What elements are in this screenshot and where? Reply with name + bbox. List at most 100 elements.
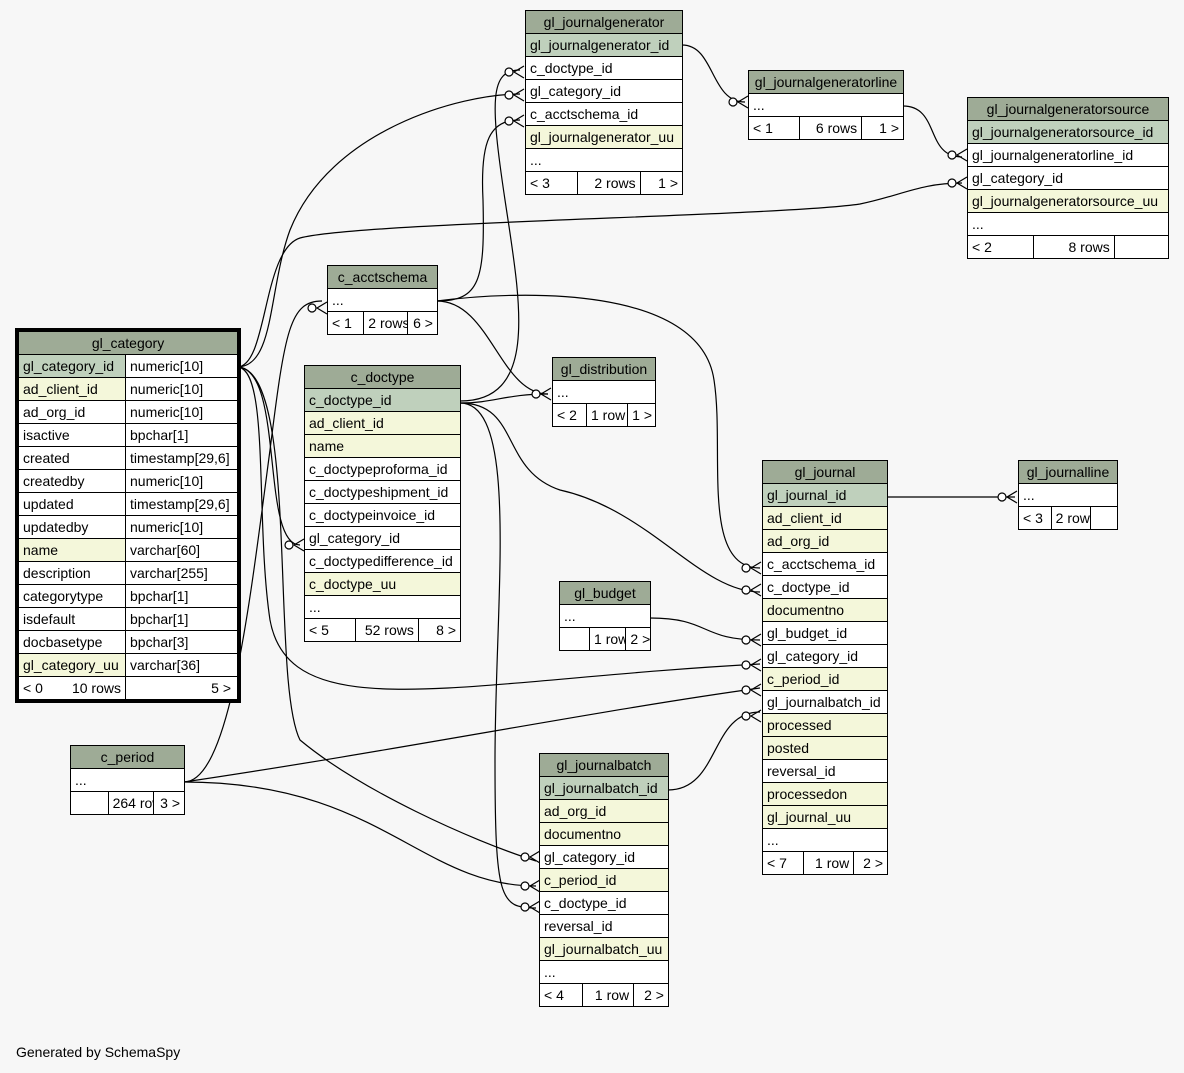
parents-count[interactable] — [70, 791, 109, 815]
column-row[interactable]: c_period_id — [761, 667, 889, 691]
parents-count[interactable]: < 1 — [747, 116, 801, 140]
column-row[interactable]: gl_category_id — [967, 166, 1169, 190]
column-row[interactable]: c_doctypeinvoice_id — [304, 503, 461, 527]
column-row[interactable]: c_doctype_id — [304, 388, 461, 412]
column-row[interactable]: c_period_id — [539, 868, 669, 892]
column-row[interactable]: documentno — [539, 822, 669, 846]
column-row[interactable]: gl_category_id — [304, 526, 461, 550]
column-row[interactable]: ... — [559, 604, 651, 628]
children-count[interactable]: 1 > — [861, 116, 905, 140]
column-row[interactable]: gl_journalgenerator_uu — [525, 125, 683, 149]
children-count[interactable]: 1 > — [639, 171, 684, 195]
column-row[interactable]: gl_journal_uu — [761, 805, 889, 829]
children-count[interactable]: 3 > — [153, 791, 185, 815]
table-name[interactable]: c_acctschema — [327, 265, 438, 289]
column-row[interactable]: c_doctypeproforma_id — [304, 457, 461, 481]
children-count[interactable] — [1113, 235, 1170, 259]
column-row[interactable]: ... — [327, 288, 438, 312]
column-row[interactable]: ad_org_id — [761, 529, 889, 553]
column-row[interactable]: ... — [539, 960, 669, 984]
column-row[interactable]: gl_journalgeneratorsource_uu — [967, 189, 1169, 213]
children-count[interactable]: 2 > — [853, 851, 889, 875]
column-row[interactable]: ... — [747, 93, 905, 117]
column-row[interactable]: ad_client_id — [304, 411, 461, 435]
column-row[interactable]: gl_category_id — [525, 79, 683, 103]
parents-count[interactable]: < 7 — [761, 851, 805, 875]
column-row[interactable]: c_acctschema_id — [761, 552, 889, 576]
column-row[interactable]: posted — [761, 736, 889, 760]
children-count[interactable] — [1090, 506, 1118, 530]
column-row[interactable]: gl_budget_id — [761, 621, 889, 645]
column-row[interactable]: processedon — [761, 782, 889, 806]
table-name[interactable]: gl_distribution — [552, 357, 656, 381]
column-row[interactable]: ad_org_id — [539, 799, 669, 823]
table-name[interactable]: c_doctype — [304, 365, 461, 389]
parents-count[interactable]: < 1 — [326, 311, 365, 335]
children-count[interactable]: 2 > — [625, 627, 651, 651]
column-row[interactable]: gl_journalgeneratorsource_id — [967, 120, 1169, 144]
column-row[interactable]: c_doctype_id — [761, 575, 889, 599]
children-count[interactable]: 1 > — [627, 403, 656, 427]
children-count[interactable]: 8 > — [417, 618, 462, 642]
table-name[interactable]: gl_journalgeneratorline — [747, 70, 905, 94]
parents-count[interactable]: < 2 — [552, 403, 587, 427]
parents-count[interactable]: < 3 — [525, 171, 578, 195]
column-row[interactable]: gl_journalbatch_uu — [539, 937, 669, 961]
children-count[interactable]: 6 > — [407, 311, 438, 335]
column-row[interactable]: c_doctype_id — [525, 56, 683, 80]
column-row[interactable]: ... — [70, 768, 185, 792]
table-gl_journalline[interactable]: gl_journalline...< 32 rows — [1018, 460, 1118, 530]
column-row[interactable]: c_doctypedifference_id — [304, 549, 461, 573]
column-row[interactable]: ... — [1018, 483, 1118, 507]
column-row[interactable]: reversal_id — [539, 914, 669, 938]
children-count[interactable]: 2 > — [633, 983, 669, 1007]
column-row[interactable]: gl_journalbatch_id — [539, 776, 669, 800]
column-row[interactable]: ... — [761, 828, 889, 852]
column-row[interactable]: c_doctypeshipment_id — [304, 480, 461, 504]
parents-count[interactable]: < 5 — [303, 618, 357, 642]
column-row[interactable]: gl_journal_id — [761, 483, 889, 507]
column-row[interactable]: name — [304, 434, 461, 458]
column-row[interactable]: gl_journalgeneratorline_id — [967, 143, 1169, 167]
column-row[interactable]: documentno — [761, 598, 889, 622]
column-row[interactable]: c_doctype_id — [539, 891, 669, 915]
table-name[interactable]: c_period — [70, 745, 185, 769]
column-row[interactable]: processed — [761, 713, 889, 737]
column-row[interactable]: ... — [552, 380, 656, 404]
parents-count[interactable]: < 2 — [966, 235, 1035, 259]
column-row[interactable]: ... — [525, 148, 683, 172]
table-c_period[interactable]: c_period...264 rows3 > — [70, 745, 185, 815]
table-name[interactable]: gl_category — [17, 331, 239, 355]
table-name[interactable]: gl_journal — [761, 460, 889, 484]
table-name[interactable]: gl_journalbatch — [539, 753, 669, 777]
column-row[interactable]: ... — [304, 595, 461, 619]
table-name[interactable]: gl_budget — [559, 581, 651, 605]
column-row[interactable]: gl_category_id — [539, 845, 669, 869]
column-row[interactable]: c_doctype_uu — [304, 572, 461, 596]
children-count[interactable]: 5 > — [211, 680, 232, 696]
